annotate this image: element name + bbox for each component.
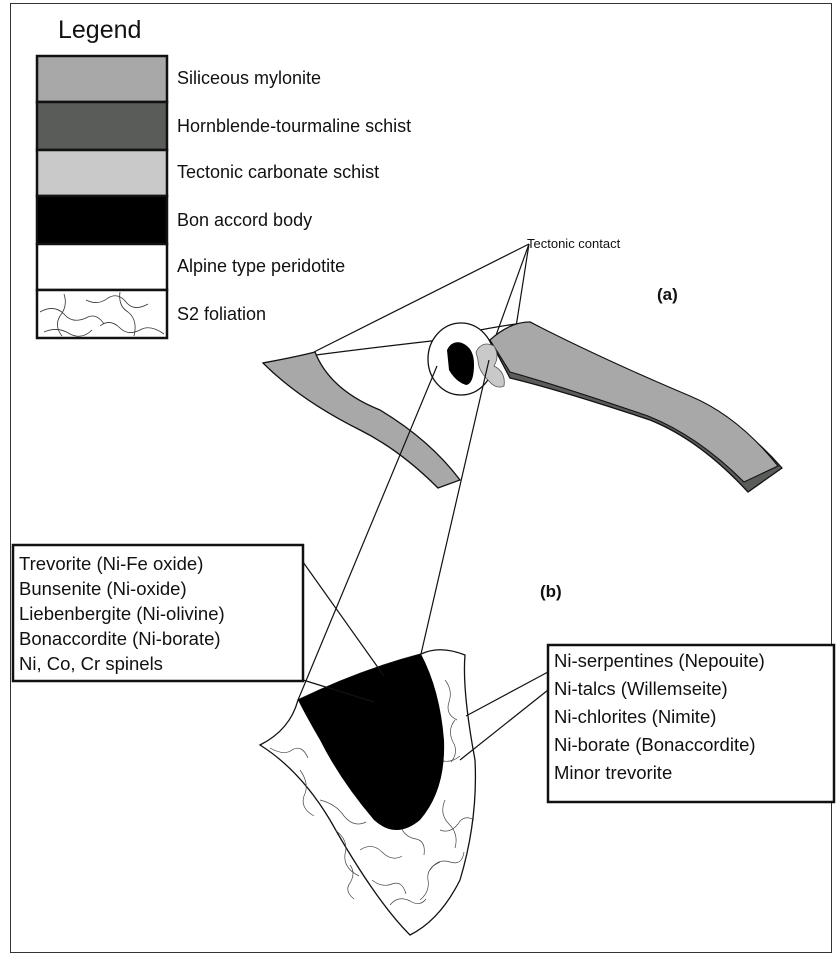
legend-swatch-alpine-peridotite [37,244,167,290]
mineral-line: Ni-talcs (Willemseite) [554,678,728,699]
legend-swatch-hornblende-tourmaline-schist [37,102,167,150]
legend-swatch-tectonic-carbonate-schist [37,150,167,196]
legend-label: Siliceous mylonite [177,68,321,88]
legend-label: Hornblende-tourmaline schist [177,116,411,136]
legend-label: Alpine type peridotite [177,256,345,276]
mineral-line: Bonaccordite (Ni-borate) [19,628,221,649]
legend-title: Legend [58,16,141,44]
panel-a-label: (a) [657,285,678,304]
legend-swatches [37,56,167,338]
mineral-line: Ni-serpentines (Nepouite) [554,650,765,671]
legend-label: Bon accord body [177,210,312,230]
right-mylonite-band [490,322,778,482]
legend-label: S2 foliation [177,304,266,324]
legend-swatch-siliceous-mylonite [37,56,167,102]
tectonic-contact-label: Tectonic contact [527,236,621,251]
panel-b-label: (b) [540,582,562,601]
mineral-line: Bunsenite (Ni-oxide) [19,578,187,599]
legend-labels: Siliceous mylonite Hornblende-tourmaline… [177,68,411,324]
mineral-line: Minor trevorite [554,762,672,783]
mineral-line: Ni-borate (Bonaccordite) [554,734,756,755]
legend-swatch-bon-accord-body [37,196,167,244]
mineral-line: Trevorite (Ni-Fe oxide) [19,553,203,574]
legend-swatch-s2-foliation [37,290,167,338]
legend-label: Tectonic carbonate schist [177,162,379,182]
mineral-line: Liebenbergite (Ni-olivine) [19,603,225,624]
mineral-line: Ni, Co, Cr spinels [19,653,163,674]
mineral-line: Ni-chlorites (Nimite) [554,706,716,727]
